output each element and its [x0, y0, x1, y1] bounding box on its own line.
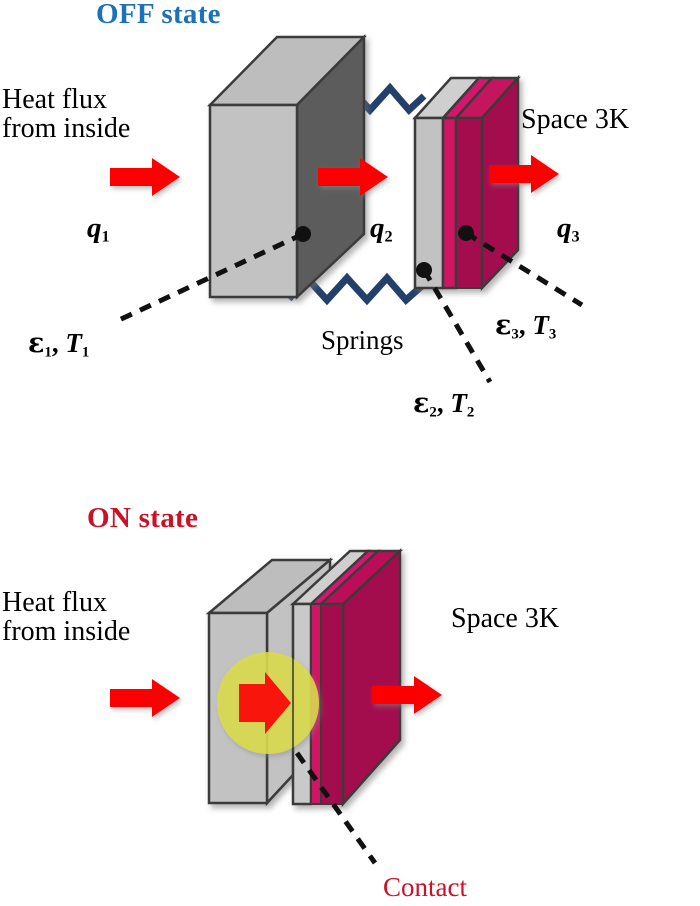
off-heat-flux-line1: Heat flux	[2, 84, 107, 115]
flux-label-q2: q2	[370, 212, 393, 246]
surface-label-1: ε1, T1	[28, 328, 90, 361]
flux-label-q3: q3	[557, 212, 580, 246]
flux-label-q1: q1	[87, 212, 110, 246]
on-heat-flux-line1: Heat flux	[2, 587, 107, 618]
contact-label: Contact	[383, 872, 467, 902]
on-heat-flux-line2: from inside	[2, 616, 131, 647]
leader-surface-2	[421, 268, 493, 384]
surface-label-2: ε2, T2	[413, 388, 475, 421]
arrow-contact	[239, 672, 291, 734]
leader-surface-1	[115, 231, 305, 324]
off-heat-flux-line2: from inside	[2, 113, 131, 144]
arrow-in	[110, 679, 180, 717]
on-right-plate	[289, 548, 404, 808]
leader-dots	[295, 225, 474, 278]
on-space-label: Space 3K	[451, 603, 560, 634]
surface-label-3: ε3, T3	[495, 310, 557, 343]
on-state-title: ON state	[87, 502, 199, 534]
leader-contact	[294, 751, 378, 865]
off-space-label: Space 3K	[521, 104, 630, 135]
off-state-title: OFF state	[96, 0, 221, 30]
springs-label: Springs	[321, 325, 404, 355]
leader-surface-3	[464, 230, 584, 308]
